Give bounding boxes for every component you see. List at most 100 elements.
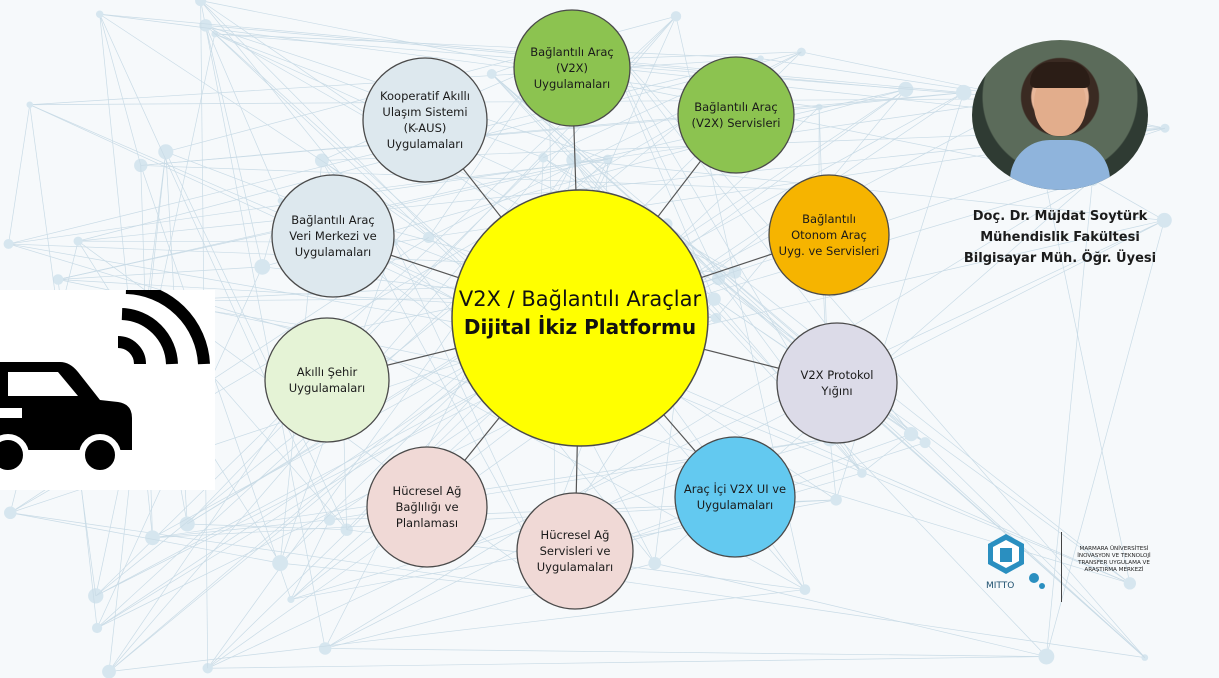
- background-line: [1046, 179, 1093, 657]
- speaker-name: Doç. Dr. Müjdat Soytürk: [972, 209, 1148, 224]
- background-line: [10, 512, 557, 592]
- background-line: [818, 92, 964, 191]
- background-dot: [955, 84, 972, 101]
- node-circle: [768, 174, 890, 296]
- logo-line: İNOVASYON VE TEKNOLOJİ: [1077, 553, 1151, 559]
- connected-car-illustration: [0, 282, 215, 490]
- background-dot: [73, 236, 83, 246]
- background-dot: [272, 555, 289, 572]
- background-line: [924, 442, 1146, 658]
- background-line: [534, 568, 1145, 658]
- background-line: [152, 519, 330, 539]
- node-label: Planlaması: [396, 516, 458, 530]
- background-line: [207, 219, 1165, 669]
- background-dot: [318, 642, 332, 655]
- background-line: [10, 512, 281, 564]
- node-circle: [264, 317, 390, 443]
- background-line: [205, 25, 282, 201]
- node-label: Otonom Araç: [791, 228, 867, 242]
- background-dot: [88, 588, 104, 604]
- center-subtitle: Dijital İkiz Platformu: [464, 315, 696, 339]
- background-line: [207, 656, 1047, 669]
- background-line: [861, 433, 912, 474]
- background-dot: [898, 81, 914, 97]
- node-circle: [362, 57, 488, 183]
- background-dot: [195, 0, 207, 7]
- background-dot: [26, 101, 34, 108]
- node-label: Hücresel Ağ: [393, 484, 462, 498]
- node-circle: [271, 174, 395, 298]
- background-dot: [757, 55, 764, 62]
- node-connected-vehicle-services: Bağlantılı Araç (V2X) Servisleri: [677, 56, 795, 174]
- speaker-photo: [972, 40, 1148, 190]
- background-line: [280, 562, 557, 592]
- node-circle: [677, 56, 795, 174]
- node-label: Kooperatif Akıllı: [380, 89, 470, 103]
- background-line: [140, 92, 964, 166]
- node-label: Veri Merkezi ve: [289, 229, 376, 243]
- background-line: [58, 266, 263, 280]
- speaker-profile: Doç. Dr. Müjdat Soytürk Mühendislik Fakü…: [955, 40, 1165, 269]
- background-dot: [4, 506, 17, 520]
- node-label: Araç İçi V2X UI ve: [684, 481, 786, 496]
- center-node: V2X / Bağlantılı Araçlar Dijital İkiz Pl…: [451, 189, 709, 447]
- background-dot: [145, 530, 160, 546]
- background-dot: [102, 664, 116, 678]
- background-line: [214, 33, 761, 59]
- node-circle: [513, 9, 631, 127]
- background-line: [290, 519, 330, 600]
- node-label: Akıllı Şehir: [297, 365, 358, 379]
- background-line: [205, 25, 263, 267]
- background-line: [108, 589, 805, 672]
- background-dot: [1123, 577, 1137, 590]
- node-label: Bağlantılı Araç: [694, 100, 777, 114]
- background-dot: [830, 494, 842, 506]
- background-line: [200, 0, 656, 564]
- mitto-logo: MITTO MARMARA ÜNİVERSİTESİ İNOVASYON VE …: [978, 528, 1158, 608]
- background-dot: [3, 238, 14, 249]
- background-line: [99, 14, 142, 166]
- background-dot: [710, 312, 722, 324]
- background-line: [394, 236, 429, 243]
- center-title: V2X / Bağlantılı Araçlar: [459, 287, 702, 311]
- node-label: Bağlantılı: [802, 212, 856, 226]
- background-line: [146, 151, 167, 302]
- diagram-nodes: Bağlantılı Araç(V2X)UygulamalarıBağlantı…: [264, 9, 898, 610]
- background-dot: [903, 426, 919, 442]
- background-line: [8, 243, 535, 337]
- node-label: Bağlantılı Araç: [530, 45, 613, 59]
- speaker-title: Bilgisayar Müh. Öğr. Üyesi: [963, 251, 1157, 266]
- background-line: [165, 151, 348, 530]
- logo-text: MARMARA ÜNİVERSİTESİ İNOVASYON VE TEKNOL…: [1066, 546, 1162, 574]
- background-line: [140, 165, 820, 191]
- background-dot: [486, 68, 497, 79]
- node-label: Uygulamaları: [537, 560, 613, 574]
- connected-car-icon: [0, 282, 210, 476]
- background-line: [8, 98, 1028, 245]
- background-line: [200, 0, 326, 649]
- background-dot: [919, 437, 931, 449]
- node-connected-vehicle-apps: Bağlantılı Araç(V2X)Uygulamaları: [513, 9, 631, 127]
- logo-mark-text: MITTO: [986, 581, 1014, 591]
- speaker-faculty: Mühendislik Fakültesi: [980, 230, 1140, 245]
- background-dot: [728, 266, 742, 279]
- background-dot: [1038, 648, 1055, 665]
- node-label: Yığını: [820, 384, 852, 398]
- node-label: Hücresel Ağ: [541, 528, 610, 542]
- background-dot: [52, 274, 64, 285]
- node-label: (V2X) Servisleri: [692, 116, 781, 130]
- background-dot: [323, 514, 336, 526]
- background-line: [324, 219, 1165, 649]
- logo-line: TRANSFER UYGULAMA VE: [1078, 560, 1150, 566]
- background-dot: [287, 595, 295, 604]
- node-label: Uygulamaları: [289, 381, 365, 395]
- node-label: V2X Protokol: [801, 368, 874, 382]
- background-dot: [179, 516, 195, 532]
